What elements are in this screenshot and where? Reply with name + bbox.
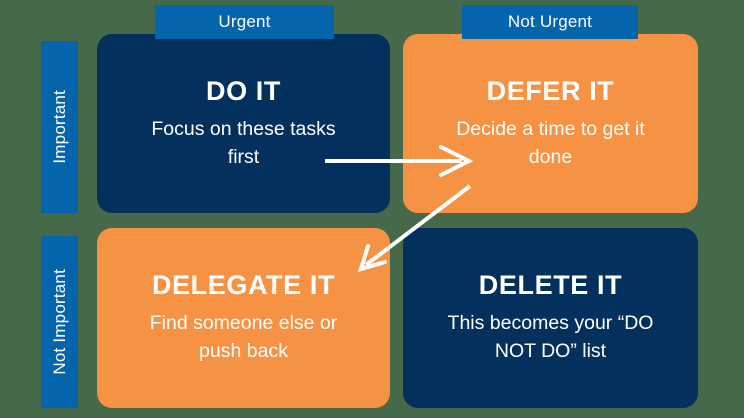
quadrant-delegate-it-title: DELEGATE IT [151,270,336,301]
axis-label-urgent-text: Urgent [218,12,271,31]
quadrant-defer-it-title: DEFER IT [486,75,615,106]
quadrant-defer-it-description: Decide a time to get it done [456,117,645,168]
axis-label-not-urgent: Not Urgent [462,5,638,39]
axis-label-not-important-text: Not Important [49,269,69,375]
quadrant-do-it-description: Focus on these tasks first [151,117,336,168]
axis-label-not-urgent-text: Not Urgent [507,12,593,31]
quadrant-do-it[interactable]: DO IT Focus on these tasks first [97,34,390,213]
quadrant-do-it-title: DO IT [206,75,281,106]
quadrant-delete-it-description: This becomes your “DO NOT DO” list [447,312,654,363]
axis-label-not-important: Not Important [41,236,78,408]
axis-label-important-text: Important [49,90,69,164]
axis-label-important: Important [41,41,78,213]
axis-label-urgent: Urgent [155,5,334,39]
quadrant-delete-it-title: DELETE IT [478,270,623,301]
quadrant-delete-it[interactable]: DELETE IT This becomes your “DO NOT DO” … [403,228,698,408]
quadrant-delegate-it[interactable]: DELEGATE IT Find someone else or push ba… [97,228,390,408]
quadrant-delegate-it-description: Find someone else or push back [149,312,338,363]
quadrant-defer-it[interactable]: DEFER IT Decide a time to get it done [403,34,698,213]
